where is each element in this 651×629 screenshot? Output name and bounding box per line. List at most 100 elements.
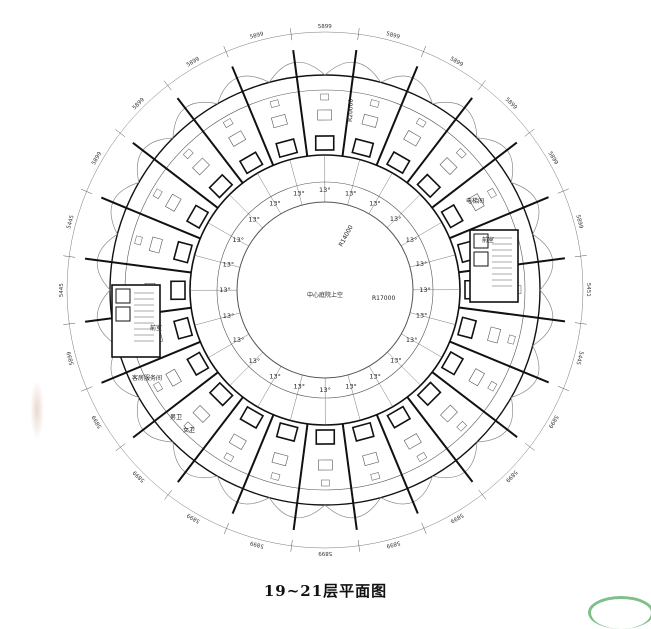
bathroom-pod (353, 423, 374, 441)
corridor-spoke (257, 173, 281, 214)
bay-dimension: 5899 (132, 469, 146, 483)
dimension-tick (116, 444, 126, 451)
bathroom-pod (277, 423, 298, 441)
bay-dimension: 5899 (318, 24, 333, 30)
partition-wall (343, 424, 357, 530)
bed (193, 158, 210, 175)
bed (487, 327, 500, 343)
bathroom-pod (210, 383, 233, 406)
bay-dimension: 5899 (504, 469, 518, 483)
dimension-tick (558, 386, 569, 391)
bed (440, 405, 457, 422)
dimension-tick (525, 129, 535, 136)
bed (362, 114, 378, 127)
dimension-tick (224, 46, 229, 57)
partition-wall (293, 50, 307, 156)
bay-dimension: 5445 (66, 214, 76, 230)
bathroom-pod (417, 175, 440, 198)
bay-dimension: 5899 (449, 512, 465, 524)
bathroom-pod (442, 205, 463, 228)
bay-dimension: 5451 (585, 283, 591, 297)
bathroom-pod (387, 152, 410, 173)
scan-smudge (30, 380, 44, 440)
corridor-spoke (348, 160, 360, 205)
label-anteroom-west: 前室 (150, 324, 162, 332)
dimension-tick (164, 490, 171, 500)
angle-label: 13° (269, 199, 281, 207)
partition-wall (178, 98, 243, 183)
dimension-tick (81, 189, 92, 194)
label-elevator-lobby: 电梯间 (466, 197, 484, 205)
bay-dimension: 5899 (249, 31, 265, 41)
bay-dimension: 5899 (66, 350, 76, 366)
bathroom-pod (240, 407, 263, 428)
dimension-tick (422, 523, 427, 534)
bay-dimension: 5445 (59, 283, 65, 298)
bay-dimension: 5899 (186, 56, 202, 68)
bay-dimension: 5899 (132, 97, 146, 111)
desk (508, 335, 516, 344)
bed (318, 460, 332, 470)
angle-label: 13° (249, 357, 261, 365)
dimension-tick (479, 490, 486, 500)
desk (370, 100, 379, 108)
floor-plan: 5445 5899 5899 5899 5899 5899 5899 5899 5899 5899… (0, 0, 651, 575)
partition-wall (407, 98, 472, 183)
bay-dimension: 5899 (547, 151, 559, 167)
bathroom-pod (210, 175, 233, 198)
dimension-tick (81, 387, 92, 392)
dimension-tick (421, 46, 426, 57)
radius-label-mid: R17000 (372, 295, 395, 302)
angle-labels: 13°13°13°13°13°13°13°13°13°13°13°13°13°1… (219, 186, 431, 394)
angle-label: 13° (419, 286, 431, 294)
angle-label: 13° (293, 189, 305, 197)
angle-label: 13° (269, 373, 281, 381)
bay-dimension: 5899 (449, 56, 465, 68)
radius-label-inner: R14000 (338, 224, 355, 248)
plan-title: 19~21层平面图 (0, 580, 651, 601)
desk (488, 381, 497, 391)
bay-dimension: 5899 (318, 550, 333, 556)
angle-label: 13° (345, 189, 357, 197)
bathroom-pod (240, 152, 263, 173)
desk (223, 118, 233, 127)
dimension-tick (224, 523, 229, 534)
partition-wall (133, 143, 218, 208)
ring-0 (237, 202, 413, 378)
bed (363, 452, 379, 465)
desk (224, 453, 234, 462)
angle-label: 13° (219, 286, 231, 294)
desk (487, 188, 496, 198)
bay-dimension: 5899 (249, 539, 265, 549)
bed (404, 434, 421, 450)
desk (183, 149, 193, 159)
desk (371, 472, 380, 480)
partition-wall (459, 308, 565, 322)
bed (404, 130, 421, 146)
bed (193, 405, 210, 422)
bed (440, 158, 457, 175)
bay-dimension: 5899 (547, 414, 559, 430)
bathroom-pod (387, 407, 410, 428)
desk (153, 382, 162, 392)
bay-dimension: 5899 (91, 414, 103, 430)
desk (321, 480, 329, 486)
angle-label: 13° (319, 386, 331, 394)
dimension-tick (558, 189, 569, 194)
angle-label: 13° (345, 383, 357, 391)
angle-label: 13° (233, 236, 245, 244)
angle-label: 13° (416, 312, 428, 320)
center-court-label: 中心庭院上空 (307, 291, 343, 299)
bed (229, 434, 246, 450)
desk (271, 473, 280, 481)
dimension-tick (115, 129, 125, 136)
bed (318, 110, 332, 120)
angle-label: 13° (233, 336, 245, 344)
bed (229, 131, 246, 147)
bathroom-pod (418, 382, 441, 405)
angle-label: 13° (390, 215, 402, 223)
bay-dimension: 5899 (385, 31, 401, 41)
partition-wall (133, 372, 218, 437)
partition-wall (407, 397, 472, 482)
bed (165, 194, 181, 211)
